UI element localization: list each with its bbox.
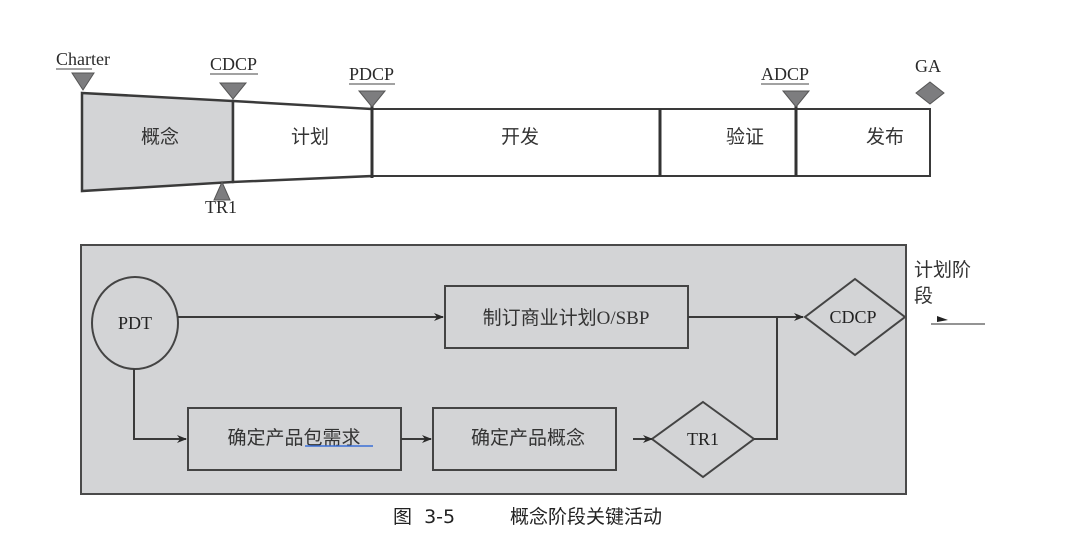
next-phase-arrow-head-icon (937, 316, 948, 322)
charter-marker-icon (71, 72, 95, 91)
product-concept-node (432, 407, 617, 471)
pdcp-label: PDCP (349, 64, 394, 84)
phase-timeline: 概念 计划 开发 验证 发布 Charter CDCP PDCP ADCP GA… (56, 49, 945, 217)
phase-release-label: 发布 (866, 126, 904, 148)
phase-release-shape (795, 108, 931, 177)
connector-pdt-to-package-req (133, 369, 187, 443)
ga-label: GA (915, 56, 941, 76)
next-phase-label-line1: 计划阶 (914, 259, 971, 281)
package-requirement-label: 确定产品包需求 (227, 427, 360, 449)
product-concept-label: 确定产品概念 (471, 426, 585, 449)
cdcp-decision-label: CDCP (829, 307, 876, 327)
cdcp-label: CDCP (210, 54, 257, 74)
business-plan-label: 制订商业计划O/SBP (483, 307, 650, 329)
concept-activities-flow: PDT 制订商业计划O/SBP 确定产品包需求 确定产品概念 TR1 CDCP … (80, 244, 985, 495)
tr1-marker-icon (213, 180, 231, 201)
tr1-timeline-label: TR1 (205, 197, 237, 217)
connector-tr1-to-cdcp (754, 317, 778, 440)
figure-title: 概念阶段关键活动 (510, 505, 662, 528)
phase-verify-shape (659, 108, 797, 177)
phase-concept-label: 概念 (141, 125, 179, 148)
pdcp-marker-icon (357, 90, 387, 108)
tr1-decision-node (650, 400, 756, 479)
figure-number: 图 3-5 (393, 506, 455, 528)
adcp-label: ADCP (761, 64, 809, 84)
phase-verify-label: 验证 (726, 126, 764, 148)
package-requirement-underlined: 包需求 (304, 427, 361, 449)
pdt-label: PDT (118, 313, 152, 333)
next-phase-label-line2: 段 (914, 285, 933, 307)
cdcp-decision-node (803, 277, 907, 357)
charter-label: Charter (56, 49, 110, 69)
package-requirement-node (187, 407, 402, 471)
cdcp-marker-icon (218, 82, 248, 100)
phase-plan-label: 计划 (291, 126, 329, 148)
tr1-decision-label: TR1 (687, 429, 719, 449)
business-plan-node (444, 285, 689, 349)
adcp-marker-icon (781, 90, 811, 108)
ga-diamond-icon (915, 81, 945, 105)
phase-dev-label: 开发 (501, 126, 539, 148)
phase-dev-shape (371, 108, 661, 177)
